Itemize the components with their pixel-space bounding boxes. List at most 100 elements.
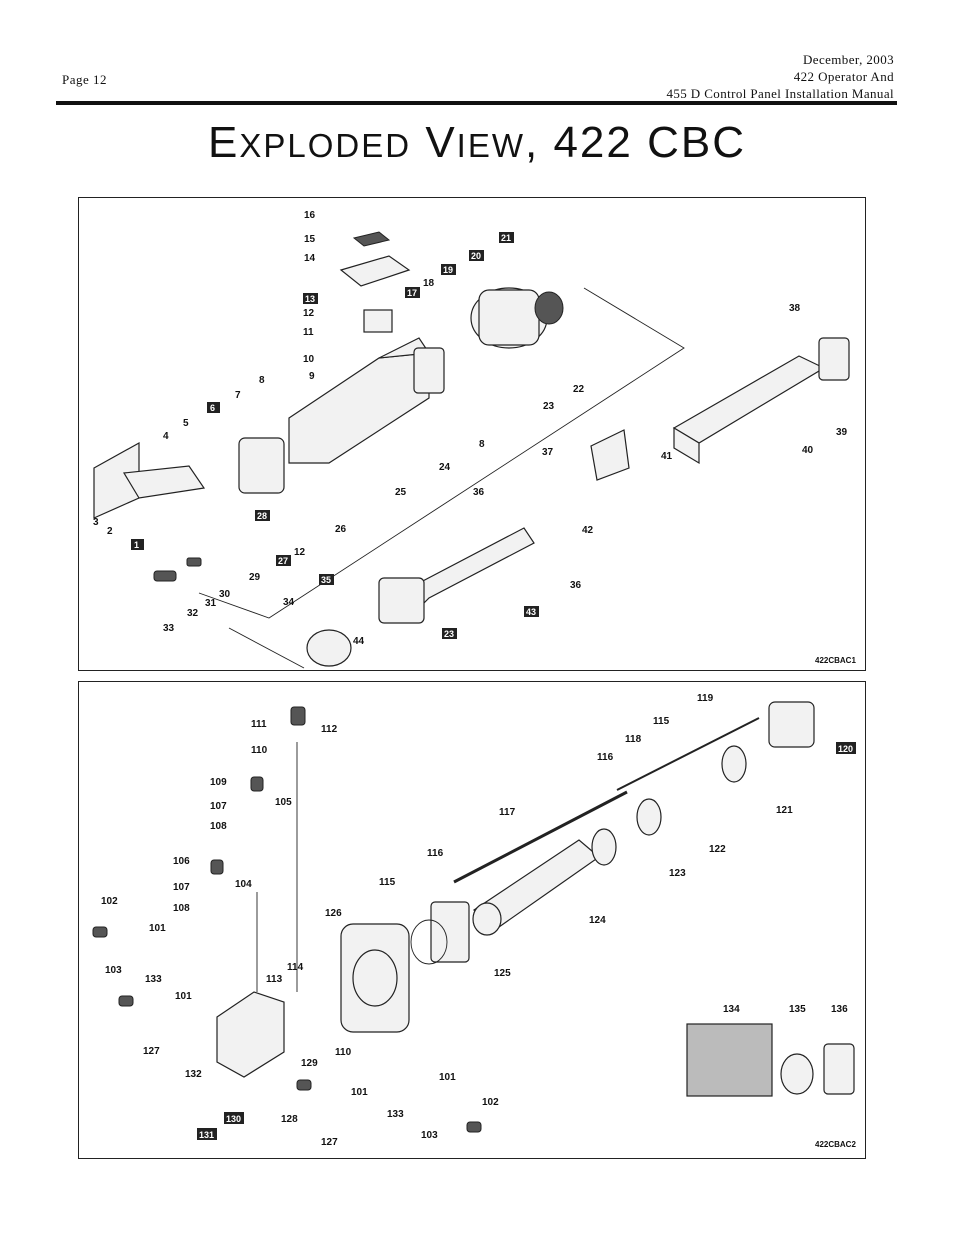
part-label: 43: [526, 607, 536, 617]
part-label: 29: [249, 572, 261, 583]
part-label: 2: [107, 526, 113, 537]
part-label: 27: [278, 556, 288, 566]
part-label: 119: [697, 693, 714, 704]
part-label: 16: [304, 210, 316, 221]
part-label: 111: [251, 719, 267, 730]
part-label: 108: [173, 903, 190, 914]
part-label: 41: [661, 451, 673, 462]
part-label: 31: [205, 598, 217, 609]
part-label: 25: [395, 487, 407, 498]
part-label: 24: [439, 462, 451, 473]
part-label: 136: [831, 1004, 848, 1015]
exploded-diagram-1: 16 15 14 21 20 19 18 17 13 12 11 10 9 38…: [78, 197, 866, 671]
part-label: 133: [387, 1109, 404, 1120]
diagram-1-drawing: 16 15 14 21 20 19 18 17 13 12 11 10 9 38…: [93, 210, 856, 669]
part-label: 19: [443, 265, 453, 275]
header-line3: 455 D Control Panel Installation Manual: [666, 86, 894, 101]
part-label: 107: [210, 801, 227, 812]
part-label: 122: [709, 844, 726, 855]
part-label: 30: [219, 589, 231, 600]
part-label: 23: [444, 629, 454, 639]
part-label: 42: [582, 525, 594, 536]
part-label: 121: [776, 805, 793, 816]
part-label: 101: [351, 1087, 368, 1098]
part-label: 12: [303, 308, 315, 319]
part-label: 101: [149, 923, 166, 934]
part-label: 110: [335, 1047, 352, 1058]
part-label: 133: [145, 974, 162, 985]
part-label: 105: [275, 797, 292, 808]
part-label: 20: [471, 251, 481, 261]
part-label: 134: [723, 1004, 740, 1015]
part-label: 118: [625, 734, 642, 745]
part-label: 10: [303, 354, 315, 365]
part-label: 422CBAC2: [815, 1140, 856, 1149]
part-label: 130: [226, 1114, 241, 1124]
part-label: 8: [259, 375, 265, 386]
part-label: 17: [407, 288, 417, 298]
header-rule: [56, 101, 897, 105]
part-label: 117: [499, 807, 516, 818]
part-label: 135: [789, 1004, 806, 1015]
part-label: 18: [423, 278, 435, 289]
header-info: December, 2003 422 Operator And 455 D Co…: [666, 51, 894, 102]
part-label: 13: [305, 294, 315, 304]
part-label: 108: [210, 821, 227, 832]
header-line2: 422 Operator And: [793, 69, 894, 84]
part-label: 1: [134, 540, 139, 550]
diagram-2-drawing: 111 112 110 119 115 120 118 116 109 105 …: [92, 693, 856, 1149]
part-label: 8: [479, 439, 485, 450]
part-label: 132: [185, 1069, 202, 1080]
part-label: 12: [294, 547, 306, 558]
part-label: 36: [473, 487, 485, 498]
part-label: 126: [325, 908, 342, 919]
part-label: 34: [283, 597, 295, 608]
part-label: 109: [210, 777, 227, 788]
part-label: 33: [163, 623, 175, 634]
part-label: 103: [421, 1130, 438, 1141]
part-label: 115: [379, 877, 396, 888]
part-label: 422CBAC1: [815, 656, 856, 665]
part-label: 37: [542, 447, 554, 458]
part-label: 22: [573, 384, 585, 395]
part-label: 21: [501, 233, 511, 243]
part-label: 6: [210, 403, 215, 413]
part-label: 23: [543, 401, 555, 412]
part-label: 104: [235, 879, 252, 890]
part-label: 129: [301, 1058, 318, 1069]
part-label: 113: [266, 974, 283, 985]
part-label: 112: [321, 724, 338, 735]
part-label: 127: [321, 1137, 338, 1148]
part-label: 102: [482, 1097, 499, 1108]
part-label: 36: [570, 580, 582, 591]
part-label: 110: [251, 745, 268, 756]
part-label: 127: [143, 1046, 160, 1057]
part-label: 115: [653, 716, 670, 727]
part-label: 26: [335, 524, 347, 535]
part-label: 40: [802, 445, 814, 456]
part-label: 5: [183, 418, 189, 429]
part-label: 120: [838, 744, 853, 754]
part-label: 102: [101, 896, 118, 907]
part-label: 128: [281, 1114, 298, 1125]
part-label: 7: [235, 390, 241, 401]
part-label: 9: [309, 371, 315, 382]
part-label: 44: [353, 636, 365, 647]
page-number: Page 12: [62, 72, 108, 87]
part-label: 106: [173, 856, 190, 867]
part-label: 35: [321, 575, 331, 585]
part-label: 15: [304, 234, 316, 245]
part-label: 124: [589, 915, 606, 926]
part-label: 32: [187, 608, 199, 619]
part-label: 101: [175, 991, 192, 1002]
part-label: 123: [669, 868, 686, 879]
part-label: 14: [304, 253, 316, 264]
part-label: 107: [173, 882, 190, 893]
part-label: 125: [494, 968, 511, 979]
part-label: 114: [287, 962, 304, 973]
part-label: 116: [427, 848, 444, 859]
part-label: 101: [439, 1072, 456, 1083]
part-label: 38: [789, 303, 801, 314]
header-date: December, 2003: [803, 52, 894, 67]
part-label: 103: [105, 965, 122, 976]
